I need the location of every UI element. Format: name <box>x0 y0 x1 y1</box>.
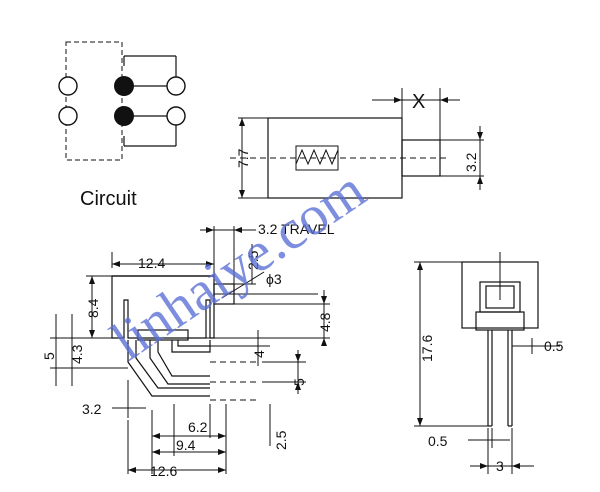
spring-icon <box>295 148 339 166</box>
front-d5-right-label: 5 <box>291 378 307 386</box>
side-view-spring-box <box>295 145 339 171</box>
side-height-label: 7.7 <box>235 148 251 168</box>
end-pin-spacing-label: 0.5 <box>428 433 448 449</box>
circuit-common-top <box>114 76 134 96</box>
front-d62-label: 6.2 <box>188 419 208 435</box>
front-d84-label: 8.4 <box>85 298 101 318</box>
front-d5-left-label: 5 <box>41 352 57 360</box>
circuit-diagram: Circuit <box>58 41 186 210</box>
end-base <box>475 311 525 331</box>
front-d48-label: 4.8 <box>317 312 333 332</box>
circuit-dashed-box <box>65 41 123 161</box>
end-height-label: 17.6 <box>419 335 435 362</box>
end-width-label: 3 <box>496 458 504 474</box>
side-x-label: X <box>412 91 425 113</box>
circuit-terminal-left-top <box>58 76 78 96</box>
front-d94-label: 9.4 <box>176 437 196 453</box>
front-travel-label: 3.2 TRAVEL <box>258 221 335 237</box>
side-view: 7.7 X 3.2 <box>230 88 484 199</box>
circuit-terminal-left-bottom <box>58 106 78 126</box>
front-width-label: 12.4 <box>138 255 165 271</box>
front-pin-left <box>127 340 210 397</box>
circuit-common-bottom <box>114 106 134 126</box>
side-actuator-label: 3.2 <box>463 152 479 172</box>
end-pin-label: 0.5 <box>544 338 564 354</box>
front-d25-top-label: 2.5 <box>245 250 261 270</box>
circuit-terminal-right-bottom <box>166 106 186 126</box>
front-phi-label: ϕ3 <box>266 271 282 287</box>
front-view: 12.4 3.2 TRAVEL 2.5 ϕ3 8.4 4.8 5 4.3 <box>41 221 335 479</box>
circuit-terminal-right-top <box>166 76 186 96</box>
front-d4-label: 4 <box>251 350 267 358</box>
front-base <box>137 329 189 341</box>
end-view: 17.6 0.5 0.5 3 <box>414 252 564 474</box>
front-d126-label: 12.6 <box>150 463 177 479</box>
front-d32-label: 3.2 <box>82 401 102 417</box>
front-d25-bottom-label: 2.5 <box>273 430 289 450</box>
front-d43-label: 4.3 <box>69 344 85 364</box>
circuit-label: Circuit <box>80 188 137 210</box>
front-pin-mid <box>149 340 210 385</box>
